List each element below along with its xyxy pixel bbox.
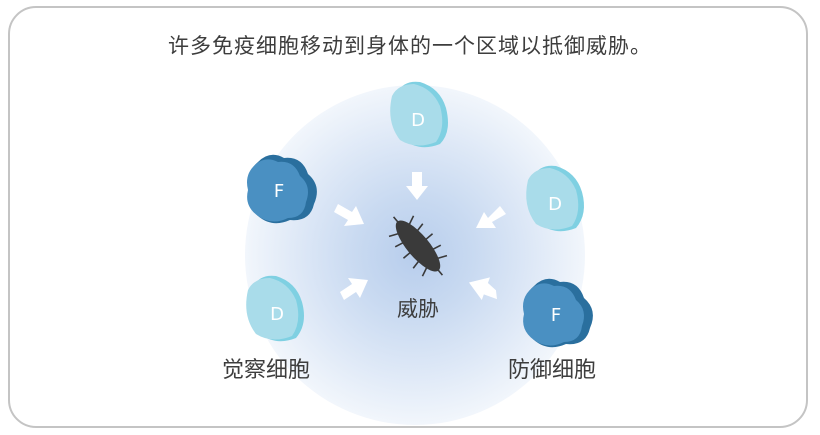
arrow-icon [406, 172, 428, 200]
defend-cell-left: F [247, 154, 317, 224]
detect-cell-top: D [390, 81, 448, 148]
arrow-icon [334, 204, 364, 226]
detect-cell-right: D [526, 165, 584, 232]
detect-cell-label: 觉察细胞 [222, 358, 311, 383]
cell-letter: D [548, 194, 562, 215]
defend-cell-right: F [523, 278, 593, 348]
arrows [334, 172, 506, 300]
cell-letter: D [270, 304, 284, 325]
threat-bacterium-icon [388, 215, 448, 277]
threat-label: 威胁 [397, 297, 439, 321]
detect-cell-left: D [246, 275, 304, 342]
cell-letter: F [551, 305, 561, 326]
arrow-icon [340, 278, 368, 300]
arrow-icon [476, 206, 506, 228]
defend-cell-label: 防御细胞 [508, 358, 597, 383]
diagram-caption: 许多免疫细胞移动到身体的一个区域以抵御威胁。 [168, 34, 652, 58]
arrow-icon [468, 277, 497, 300]
cell-letter: F [274, 181, 284, 202]
cell-letter: D [411, 110, 425, 131]
